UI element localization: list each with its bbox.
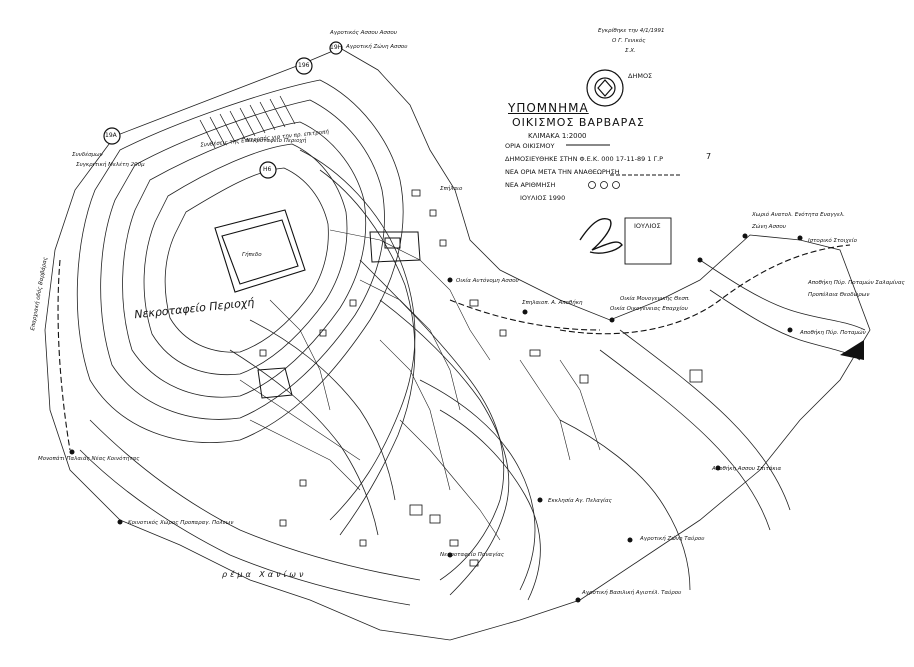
quarry-outline	[257, 367, 293, 399]
annotation-6: Οικία Μονογενικής Θεσπ.	[620, 296, 690, 302]
marker-19A-label: Συνδέσμων	[72, 152, 103, 158]
annotation-20: Κοινοτικός Χώρος Προπαραγ. Πολεων	[128, 520, 234, 526]
marker-H6: Η6	[263, 166, 272, 173]
annotation-3: Νεκροταφείο Περιοχή	[246, 138, 307, 144]
contour-13	[619, 329, 791, 511]
contour-1	[76, 79, 404, 443]
hatched-area	[199, 95, 296, 149]
annotation-17: Αποθήκη Ασσου Σπιτάκια	[712, 466, 782, 472]
road-line	[57, 259, 71, 451]
annotation-8: Οικία Οικογένειας Επαρχίου	[610, 306, 688, 312]
street-3	[379, 339, 451, 491]
road-east	[559, 244, 851, 335]
region-river: ρέμα Χανίων	[222, 570, 307, 579]
region-field: Γήπεδο	[242, 252, 262, 258]
sports-field	[214, 209, 306, 293]
marker-circles	[103, 41, 343, 179]
approval-line-1: Εγκρίθηκε την 4/1/1991	[598, 28, 665, 34]
contour-9	[379, 299, 510, 596]
contour-8	[359, 259, 505, 581]
contour-5	[164, 167, 329, 353]
street-7	[269, 299, 331, 411]
contour-16	[79, 449, 411, 606]
marker-dots	[69, 233, 803, 603]
street-2	[359, 279, 461, 411]
annotation-21: Μονοπάτι Παλαιάς Νέας Κοινότητας	[38, 456, 140, 462]
legend-new-numbering: ΝΕΑ ΑΡΙΘΜΗΣΗ	[505, 181, 556, 189]
contour-15	[89, 419, 421, 581]
contour-3	[122, 121, 367, 398]
stamp-label: ΙΟΥΛΙΟΣ	[634, 222, 661, 230]
annotation-14: Αποθήκη Πύρ. Ποταμών	[800, 330, 866, 336]
contour-20	[229, 349, 379, 536]
rect-stamp	[624, 217, 672, 265]
legend-boundary: ΟΡΙΑ ΟΙΚΙΣΜΟΥ	[505, 142, 555, 150]
contour-2	[100, 99, 385, 420]
contour-17	[699, 259, 866, 331]
annotation-13: Προπύλαια Θεοδώρων	[808, 292, 870, 298]
new-boundary-line	[449, 299, 601, 331]
approval-line-3: Σ.Χ.	[625, 48, 636, 54]
annotation-2: Συγκριτική Μελέτη 200μ	[76, 162, 145, 168]
contour-4	[143, 143, 348, 376]
marker-196: 196	[298, 62, 310, 69]
legend-numbering-circles	[588, 181, 620, 189]
annotation-7: Σπηλαιοπ. Α. Αποθήκη	[522, 300, 583, 306]
street-8	[239, 379, 361, 461]
annotation-10: Ζώνη Ασσου	[752, 224, 786, 230]
marker-19H: 19Η	[330, 44, 343, 51]
legend-publication: ΔΗΜΟΣΙΕΥΘΗΚΕ ΣΤΗΝ Φ.Ε.Κ. 000 17-11-89 1 …	[505, 155, 664, 163]
signature	[579, 218, 623, 254]
settlement-boundary	[44, 47, 871, 641]
round-seal	[586, 69, 624, 107]
marker-19A: 19Α	[105, 132, 117, 139]
marker-196-label: Αγροτική Ζώνη Ασσου	[346, 44, 408, 50]
contour-7	[319, 169, 416, 536]
annotation-0: Αγροτικός Ασσου Ασσου	[330, 30, 397, 36]
street-6	[519, 359, 571, 461]
legend-new-boundary: ΝΕΑ ΟΡΙΑ ΜΕΤΑ ΤΗΝ ΑΝΑΘΕΩΡΗΣΗ	[505, 168, 620, 176]
legend-date: ΙΟΥΛΙΟΣ 1990	[520, 194, 566, 202]
annotation-9: Χωριό Ανατολ. Ενότητα Ευαγγελ.	[752, 212, 845, 218]
approval-line-2: Ο Γ. Γενικός	[612, 38, 646, 44]
annotation-4: Οικία Αυτόνομη Ασσου	[456, 278, 519, 284]
page-marker: 7	[706, 152, 712, 161]
contour-10	[419, 379, 536, 591]
contour-19	[249, 319, 396, 501]
street-9	[249, 419, 361, 491]
annotation-15: Αγροτική Βασιλική Αγιοτέλ. Ταύρου	[582, 590, 682, 596]
annotation-19: Νεκροταφείο Παναγίας	[440, 552, 505, 558]
contour-6	[299, 149, 416, 521]
street-4	[399, 419, 501, 541]
legend-title: ΥΠΟΜΝΗΜΑ	[508, 101, 589, 115]
contour-14	[559, 419, 691, 591]
building-block	[369, 231, 421, 263]
annotation-11: Ιστορικό Στοιχείο	[808, 238, 857, 244]
street-5	[559, 359, 601, 451]
annotation-12: Αποθήκη Πύρ. Ποταμών Σαλαμίνας	[808, 280, 905, 286]
contour-18	[709, 289, 861, 361]
contour-11	[439, 409, 541, 601]
annotation-18: Εκκλησία Αγ. Πελαγίας	[548, 498, 612, 504]
small-buildings	[259, 189, 703, 567]
seal-text: ΔΗΜΟΣ	[628, 72, 653, 80]
annotation-5: Σπήλαιο	[440, 186, 463, 192]
north-arrow	[840, 340, 864, 360]
contour-12	[599, 349, 771, 531]
legend-settlement: ΟΙΚΙΣΜΟΣ ΒΑΡΒΑΡΑΣ	[512, 116, 645, 129]
annotation-16: Αγροτική Ζώνη Ταύρου	[640, 536, 705, 542]
street-1	[329, 229, 491, 361]
legend-scale: ΚΛΙΜΑΚΑ 1:2000	[528, 132, 587, 140]
